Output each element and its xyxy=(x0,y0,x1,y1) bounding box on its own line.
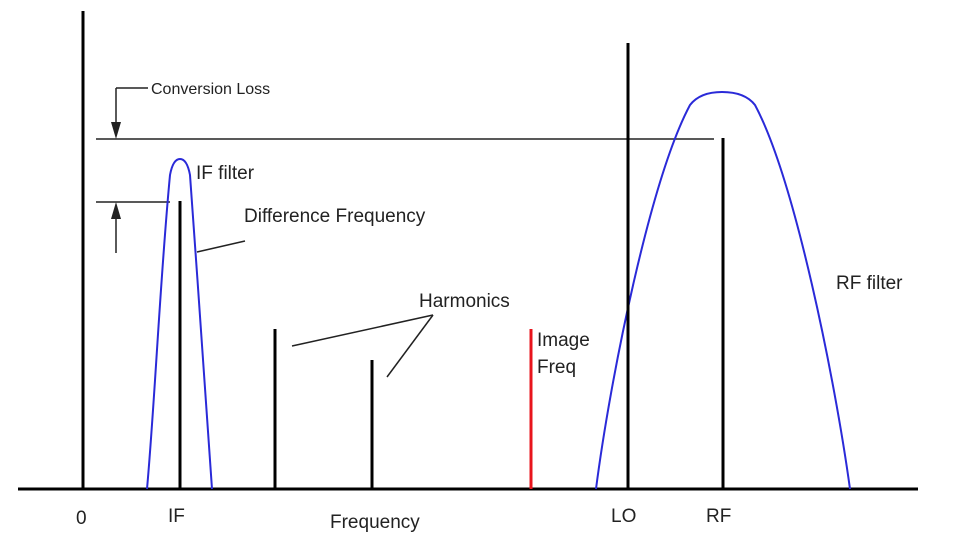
difference-frequency-label: Difference Frequency xyxy=(244,206,426,227)
conversion-loss-label: Conversion Loss xyxy=(151,81,270,98)
image-freq-label-line2: Freq xyxy=(537,357,576,378)
difference-frequency-leader xyxy=(196,240,246,253)
tick-label-zero: 0 xyxy=(76,508,87,529)
if-filter-curve xyxy=(146,157,213,490)
harmonics-leader-2 xyxy=(386,314,434,378)
rf-filter-curve xyxy=(595,90,851,490)
tick-label-lo: LO xyxy=(611,506,636,527)
harmonics-label: Harmonics xyxy=(419,291,510,312)
rf-filter-label: RF filter xyxy=(836,273,903,294)
harmonics-leader-1 xyxy=(291,314,434,347)
conversion-loss-up-arrow xyxy=(111,202,121,219)
x-axis-label: Frequency xyxy=(330,512,420,533)
conversion-loss-down-arrow xyxy=(111,122,121,139)
tick-label-rf: RF xyxy=(706,506,731,527)
image-freq-label-line1: Image xyxy=(537,330,590,351)
if-filter-label: IF filter xyxy=(196,163,255,184)
tick-label-if: IF xyxy=(168,506,185,527)
